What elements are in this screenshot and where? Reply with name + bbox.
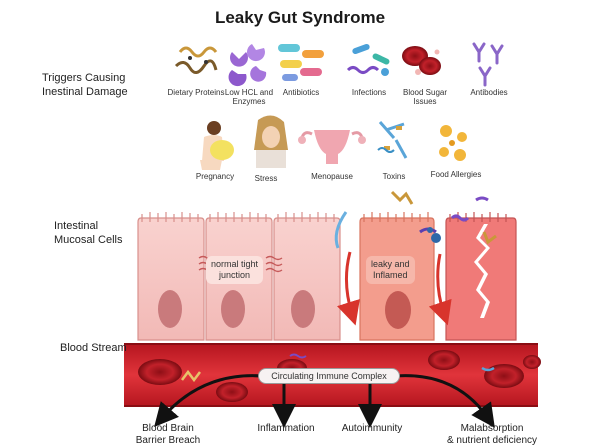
pregnant-woman-icon bbox=[200, 121, 234, 170]
trigger-label-toxins: Toxins bbox=[382, 172, 406, 181]
enzyme-icon bbox=[228, 44, 267, 87]
normal-cell-3 bbox=[273, 212, 341, 341]
trigger-label-menopause: Menopause bbox=[311, 172, 353, 181]
trigger-label-antibodies: Antibodies bbox=[470, 88, 508, 97]
blood-cell-icon bbox=[402, 46, 441, 75]
pollen-allergen-icon bbox=[439, 125, 467, 161]
blood-particles bbox=[181, 353, 495, 383]
bacteria-icon bbox=[346, 43, 390, 76]
red-blood-cells bbox=[138, 350, 541, 402]
immune-complex-label: Circulating Immune Complex bbox=[258, 368, 400, 384]
outcome-blood-brain-barrier: Blood Brain Barrier Breach bbox=[135, 423, 201, 446]
antibody-icon bbox=[472, 42, 504, 87]
uterus-icon bbox=[298, 130, 366, 164]
trigger-label-stress: Stress bbox=[254, 174, 278, 183]
mucosal-cells-section-label: Intestinal Mucosal Cells bbox=[54, 220, 123, 246]
protein-chain-icon bbox=[174, 46, 218, 74]
trigger-label-pregnancy: Pregnancy bbox=[195, 172, 235, 181]
pathogen-particles bbox=[334, 190, 497, 249]
trigger-label-food-allergies: Food Allergies bbox=[430, 170, 482, 179]
trigger-label-dietary-proteins: Dietary Proteins bbox=[167, 88, 225, 97]
trigger-label-antibiotics: Antibiotics bbox=[282, 88, 320, 97]
leak-arrow-1 bbox=[336, 251, 360, 326]
blood-stream-section-label: Blood Stream bbox=[60, 342, 127, 354]
outcome-malabsorption: Malabsorption & nutrient deficiency bbox=[446, 423, 538, 446]
normal-junction-label: normal tight junction bbox=[206, 256, 264, 284]
trigger-label-infections: Infections bbox=[351, 88, 387, 97]
triggers-section-label: Triggers Causing Inestinal Damage bbox=[42, 72, 128, 98]
normal-cell-1 bbox=[137, 212, 205, 341]
pill-capsule-icon bbox=[278, 44, 324, 81]
trigger-label-low-hcl: Low HCL and Enzymes bbox=[224, 88, 274, 107]
toxin-icon bbox=[377, 121, 408, 159]
outcome-autoimmunity: Autoimmunity bbox=[341, 423, 403, 434]
stressed-person-icon bbox=[254, 115, 288, 168]
leak-arrow-2 bbox=[428, 253, 452, 326]
outcome-arrows bbox=[154, 374, 495, 428]
trigger-label-blood-sugar: Blood Sugar Issues bbox=[402, 88, 448, 107]
outcome-inflammation: Inflammation bbox=[257, 423, 315, 434]
damaged-cell bbox=[445, 212, 517, 341]
leaky-inflamed-label: leaky and Inflamed bbox=[366, 256, 415, 284]
diagram-title: Leaky Gut Syndrome bbox=[214, 8, 386, 27]
